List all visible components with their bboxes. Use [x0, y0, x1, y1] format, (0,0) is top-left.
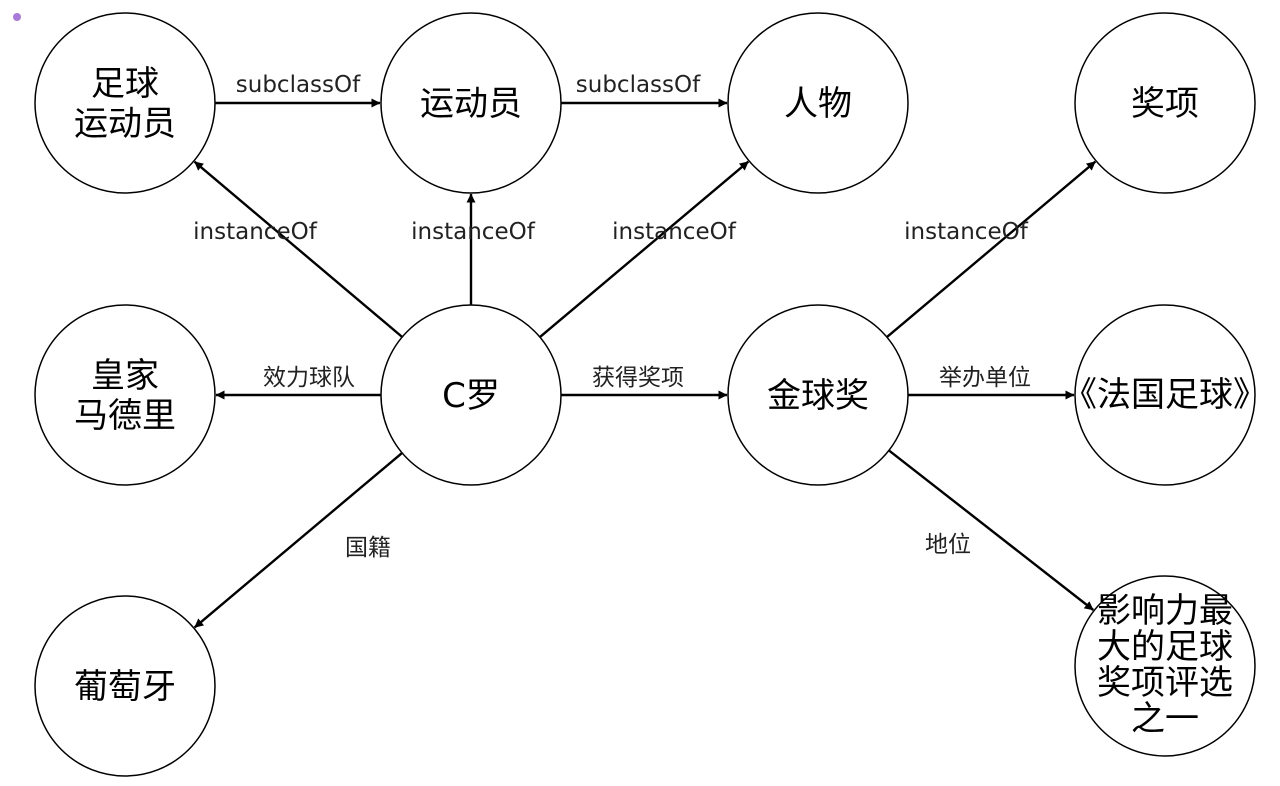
edge-cristiano-to-portugal — [193, 451, 403, 629]
edge-label: 效力球队 — [263, 365, 355, 391]
node-label: C罗 — [442, 376, 500, 416]
edge-label: instanceOf — [904, 219, 1029, 245]
node-label: 运动员 — [420, 84, 522, 124]
node-athlete: 运动员 — [380, 12, 562, 194]
node-label: 足球 — [91, 64, 159, 104]
node-label: 皇家 — [91, 356, 159, 396]
edge-label: 获得奖项 — [592, 365, 684, 391]
edge-label: instanceOf — [193, 219, 318, 245]
corner-dot — [13, 13, 21, 21]
node-label: 《法国足球》 — [1063, 375, 1267, 415]
node-france-football: 《法国足球》 — [1063, 304, 1267, 486]
edge-ballon-dor-to-award — [886, 160, 1097, 339]
node-circle — [380, 304, 562, 486]
edges-layer — [193, 98, 1097, 629]
node-label: 金球奖 — [767, 376, 869, 416]
edge-label: 国籍 — [345, 535, 391, 561]
node-circle — [380, 12, 562, 194]
node-label: 运动员 — [74, 104, 176, 144]
edge-label: subclassOf — [236, 72, 361, 98]
node-person: 人物 — [727, 12, 909, 194]
node-label: 影响力最 — [1097, 591, 1233, 631]
node-label: 大的足球 — [1097, 627, 1233, 667]
node-circle — [1074, 304, 1256, 486]
node-circle — [34, 595, 216, 777]
node-circle — [34, 304, 216, 486]
edge-cristiano-to-football-player — [193, 160, 403, 338]
node-circle — [1074, 575, 1256, 757]
edge-label: 举办单位 — [939, 365, 1031, 391]
edge-label: instanceOf — [612, 219, 737, 245]
node-cristiano: C罗 — [380, 304, 562, 486]
edge-labels-layer: subclassOf subclassOf instanceOf instanceOf… — [193, 72, 1031, 561]
node-award: 奖项 — [1074, 12, 1256, 194]
node-label: 奖项评选 — [1097, 663, 1233, 703]
edge-cristiano-to-person — [539, 160, 750, 339]
node-ballon-dor: 金球奖 — [727, 304, 909, 486]
edge-label: subclassOf — [576, 72, 701, 98]
node-circle — [1074, 12, 1256, 194]
edge-label: 地位 — [925, 532, 971, 558]
node-label: 人物 — [784, 84, 852, 124]
node-label: 葡萄牙 — [74, 667, 176, 707]
edge-label: instanceOf — [411, 219, 536, 245]
node-label: 之一 — [1131, 699, 1199, 739]
node-circle — [727, 304, 909, 486]
edge-ballon-dor-to-most-influential — [888, 449, 1095, 611]
node-label: 马德里 — [74, 396, 176, 436]
node-label: 奖项 — [1131, 84, 1199, 124]
node-circle — [34, 12, 216, 194]
node-circle — [727, 12, 909, 194]
node-portugal: 葡萄牙 — [34, 595, 216, 777]
